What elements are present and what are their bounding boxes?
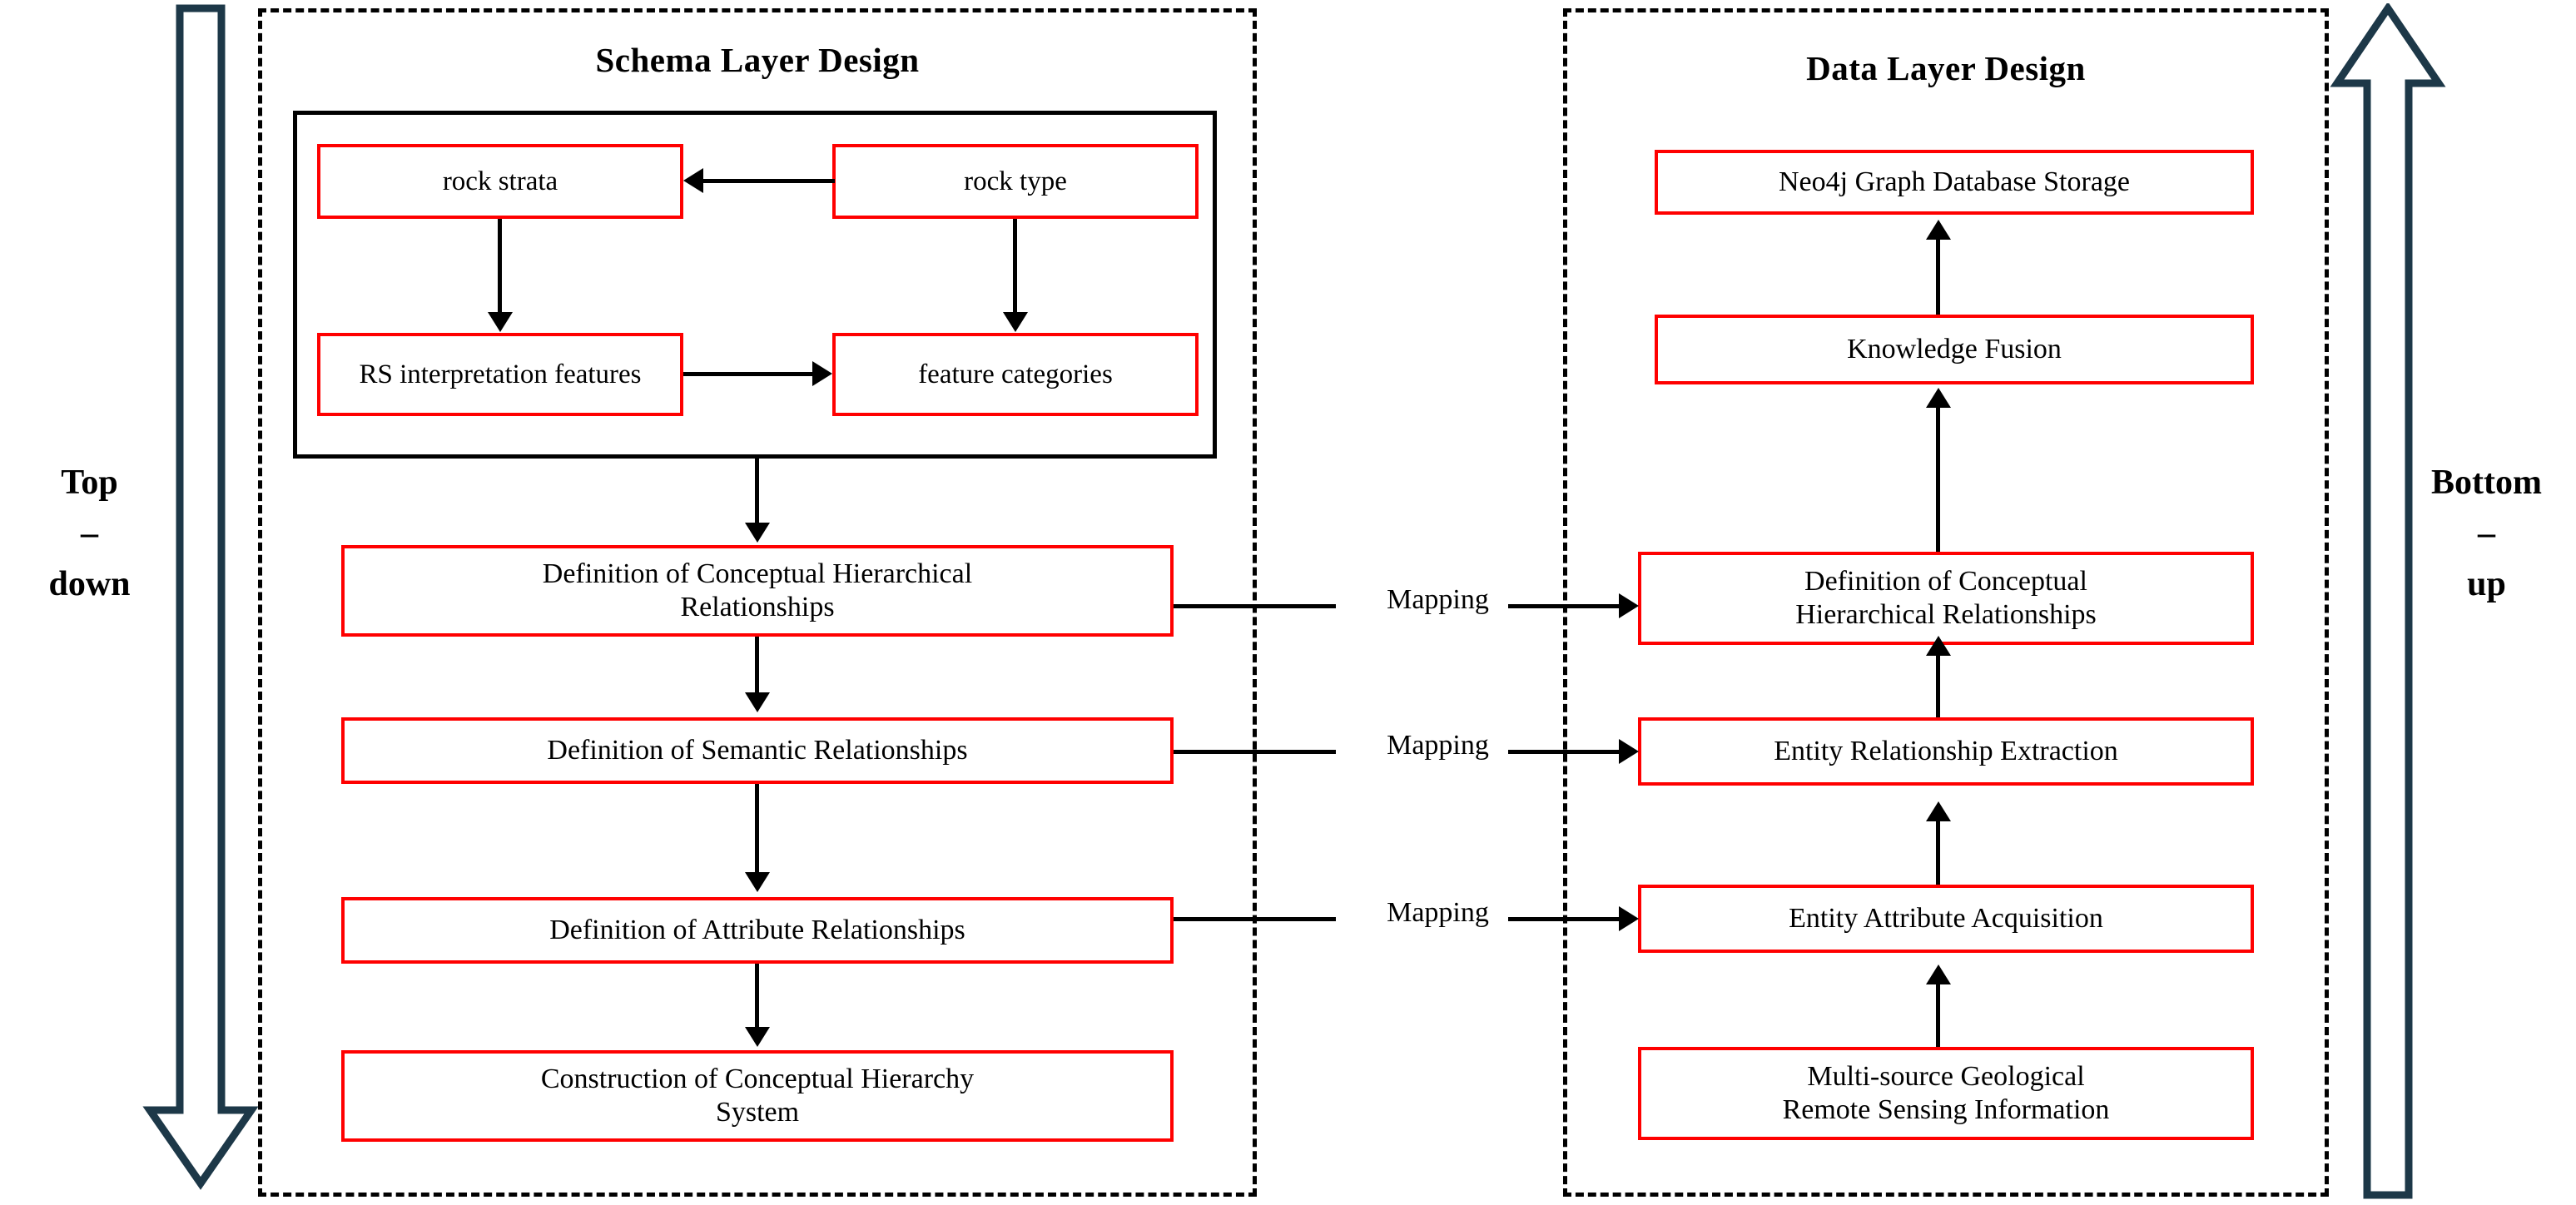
data-layer-title: Data Layer Design <box>1806 49 2086 87</box>
mapping-1-label: Mapping <box>1387 584 1489 615</box>
node-entity-relationship-extraction[interactable]: Entity Relationship Extraction <box>1638 717 2254 786</box>
node-data-definition-conceptual-hierarchical-relationships[interactable]: Definition of Conceptual Hierarchical Re… <box>1638 552 2254 645</box>
arrowhead-defattr-to-constrhier <box>745 1027 770 1047</box>
node-neo4j-graph-database-storage[interactable]: Neo4j Graph Database Storage <box>1655 150 2254 215</box>
node-multi-src-line1: Multi-source Geological <box>1807 1060 2085 1092</box>
top-down-label-line3: down <box>48 564 131 603</box>
mapping-3-right-line <box>1508 917 1621 921</box>
node-entity-attribute-acquisition[interactable]: Entity Attribute Acquisition <box>1638 885 2254 953</box>
mapping-1-left-line <box>1174 604 1336 608</box>
connector-rocktype-to-featurecategories <box>1013 219 1017 315</box>
arrowhead-rsfeatures-to-featurecategories <box>812 361 832 386</box>
connector-fusion-to-neo4j <box>1936 240 1940 315</box>
node-def-attr-label: Definition of Attribute Relationships <box>549 914 965 945</box>
connector-innergroup-to-defhier <box>755 459 759 525</box>
node-rock-strata-label: rock strata <box>442 166 558 196</box>
connector-multisrc-to-entattr <box>1936 984 1940 1047</box>
node-multi-source-geological-remote-sensing-information[interactable]: Multi-source Geological Remote Sensing I… <box>1638 1047 2254 1140</box>
data-layer-panel <box>1563 8 2329 1197</box>
node-rs-interpretation-features-label: RS interpretation features <box>359 359 642 389</box>
connector-defsem-to-defattr <box>755 784 759 850</box>
node-entity-relationship-extraction-label: Entity Relationship Extraction <box>1774 735 2118 766</box>
node-constr-hier-line2: System <box>715 1097 800 1128</box>
schema-layer-panel <box>258 8 1257 1197</box>
arrowhead-defhier-to-defsem <box>745 692 770 712</box>
arrowhead-defsem-to-defattr <box>745 872 770 892</box>
connector-rocktype-to-rockstrata <box>703 179 835 183</box>
mapping-2-label: Mapping <box>1387 730 1489 761</box>
connector-rockstrata-to-rsfeatures <box>498 219 502 315</box>
mapping-1-arrowhead <box>1619 593 1639 618</box>
node-entity-attribute-acquisition-label: Entity Attribute Acquisition <box>1789 902 2103 934</box>
arrowhead-datadefhier-to-fusion <box>1926 388 1951 408</box>
node-rock-type-label: rock type <box>964 166 1067 196</box>
node-knowledge-fusion-label: Knowledge Fusion <box>1847 333 2062 364</box>
mapping-3-label: Mapping <box>1387 897 1489 928</box>
node-data-def-hier-line1: Definition of Conceptual <box>1804 565 2087 597</box>
mapping-3-left-line <box>1174 917 1336 921</box>
bottom-up-label-line2: – <box>2478 513 2495 553</box>
arrowhead-rockstrata-to-rsfeatures <box>488 312 513 332</box>
top-down-label-line2: – <box>81 513 98 553</box>
top-down-block-arrow <box>142 4 259 1190</box>
node-data-def-hier-line2: Hierarchical Relationships <box>1795 599 2097 630</box>
node-neo4j-label: Neo4j Graph Database Storage <box>1778 166 2130 197</box>
bottom-up-label: Bottom – up <box>2397 458 2576 610</box>
arrowhead-entattr-to-entrel <box>1926 801 1951 821</box>
schema-layer-title: Schema Layer Design <box>595 41 920 79</box>
arrowhead-innergroup-to-defhier <box>745 523 770 543</box>
mapping-2-right-line <box>1508 750 1621 754</box>
connector-entrel-to-datadefhier <box>1936 656 1940 717</box>
mapping-2-arrowhead <box>1619 739 1639 764</box>
node-rock-type[interactable]: rock type <box>832 144 1199 219</box>
connector-datadefhier-to-fusion <box>1936 408 1940 552</box>
arrowhead-entrel-to-datadefhier <box>1926 636 1951 656</box>
connector-defsem-to-defattr-b <box>755 847 759 875</box>
bottom-up-label-line1: Bottom <box>2431 464 2542 502</box>
bottom-up-label-line3: up <box>2467 564 2506 603</box>
node-knowledge-fusion[interactable]: Knowledge Fusion <box>1655 315 2254 384</box>
connector-rsfeatures-to-featurecategories <box>683 372 812 376</box>
bottom-up-block-arrow <box>2330 3 2446 1199</box>
connector-defattr-to-constrhier <box>755 964 759 1030</box>
mapping-3-arrowhead <box>1619 906 1639 931</box>
node-feature-categories-label: feature categories <box>918 359 1113 389</box>
arrowhead-rocktype-to-featurecategories <box>1003 312 1028 332</box>
node-definition-conceptual-hierarchical-relationships[interactable]: Definition of Conceptual Hierarchical Re… <box>341 545 1174 637</box>
connector-entattr-to-entrel <box>1936 821 1940 885</box>
mapping-1-right-line <box>1508 604 1621 608</box>
node-rock-strata[interactable]: rock strata <box>317 144 683 219</box>
schema-inner-group-box <box>293 111 1217 459</box>
node-feature-categories[interactable]: feature categories <box>832 333 1199 416</box>
mapping-2-left-line <box>1174 750 1336 754</box>
connector-defhier-to-defsem <box>755 637 759 695</box>
arrowhead-multisrc-to-entattr <box>1926 964 1951 984</box>
node-def-hier-line1: Definition of Conceptual Hierarchical <box>542 558 973 589</box>
arrowhead-fusion-to-neo4j <box>1926 220 1951 240</box>
node-def-sem-label: Definition of Semantic Relationships <box>547 734 968 766</box>
node-definition-attribute-relationships[interactable]: Definition of Attribute Relationships <box>341 897 1174 964</box>
node-constr-hier-line1: Construction of Conceptual Hierarchy <box>540 1063 975 1094</box>
node-definition-semantic-relationships[interactable]: Definition of Semantic Relationships <box>341 717 1174 784</box>
top-down-label-line1: Top <box>61 464 118 502</box>
top-down-label: Top – down <box>0 458 179 610</box>
node-construction-conceptual-hierarchy-system[interactable]: Construction of Conceptual Hierarchy Sys… <box>341 1050 1174 1142</box>
node-rs-interpretation-features[interactable]: RS interpretation features <box>317 333 683 416</box>
arrowhead-rocktype-to-rockstrata <box>683 168 703 193</box>
node-multi-src-line2: Remote Sensing Information <box>1782 1094 2110 1125</box>
node-def-hier-line2: Relationships <box>680 592 835 622</box>
